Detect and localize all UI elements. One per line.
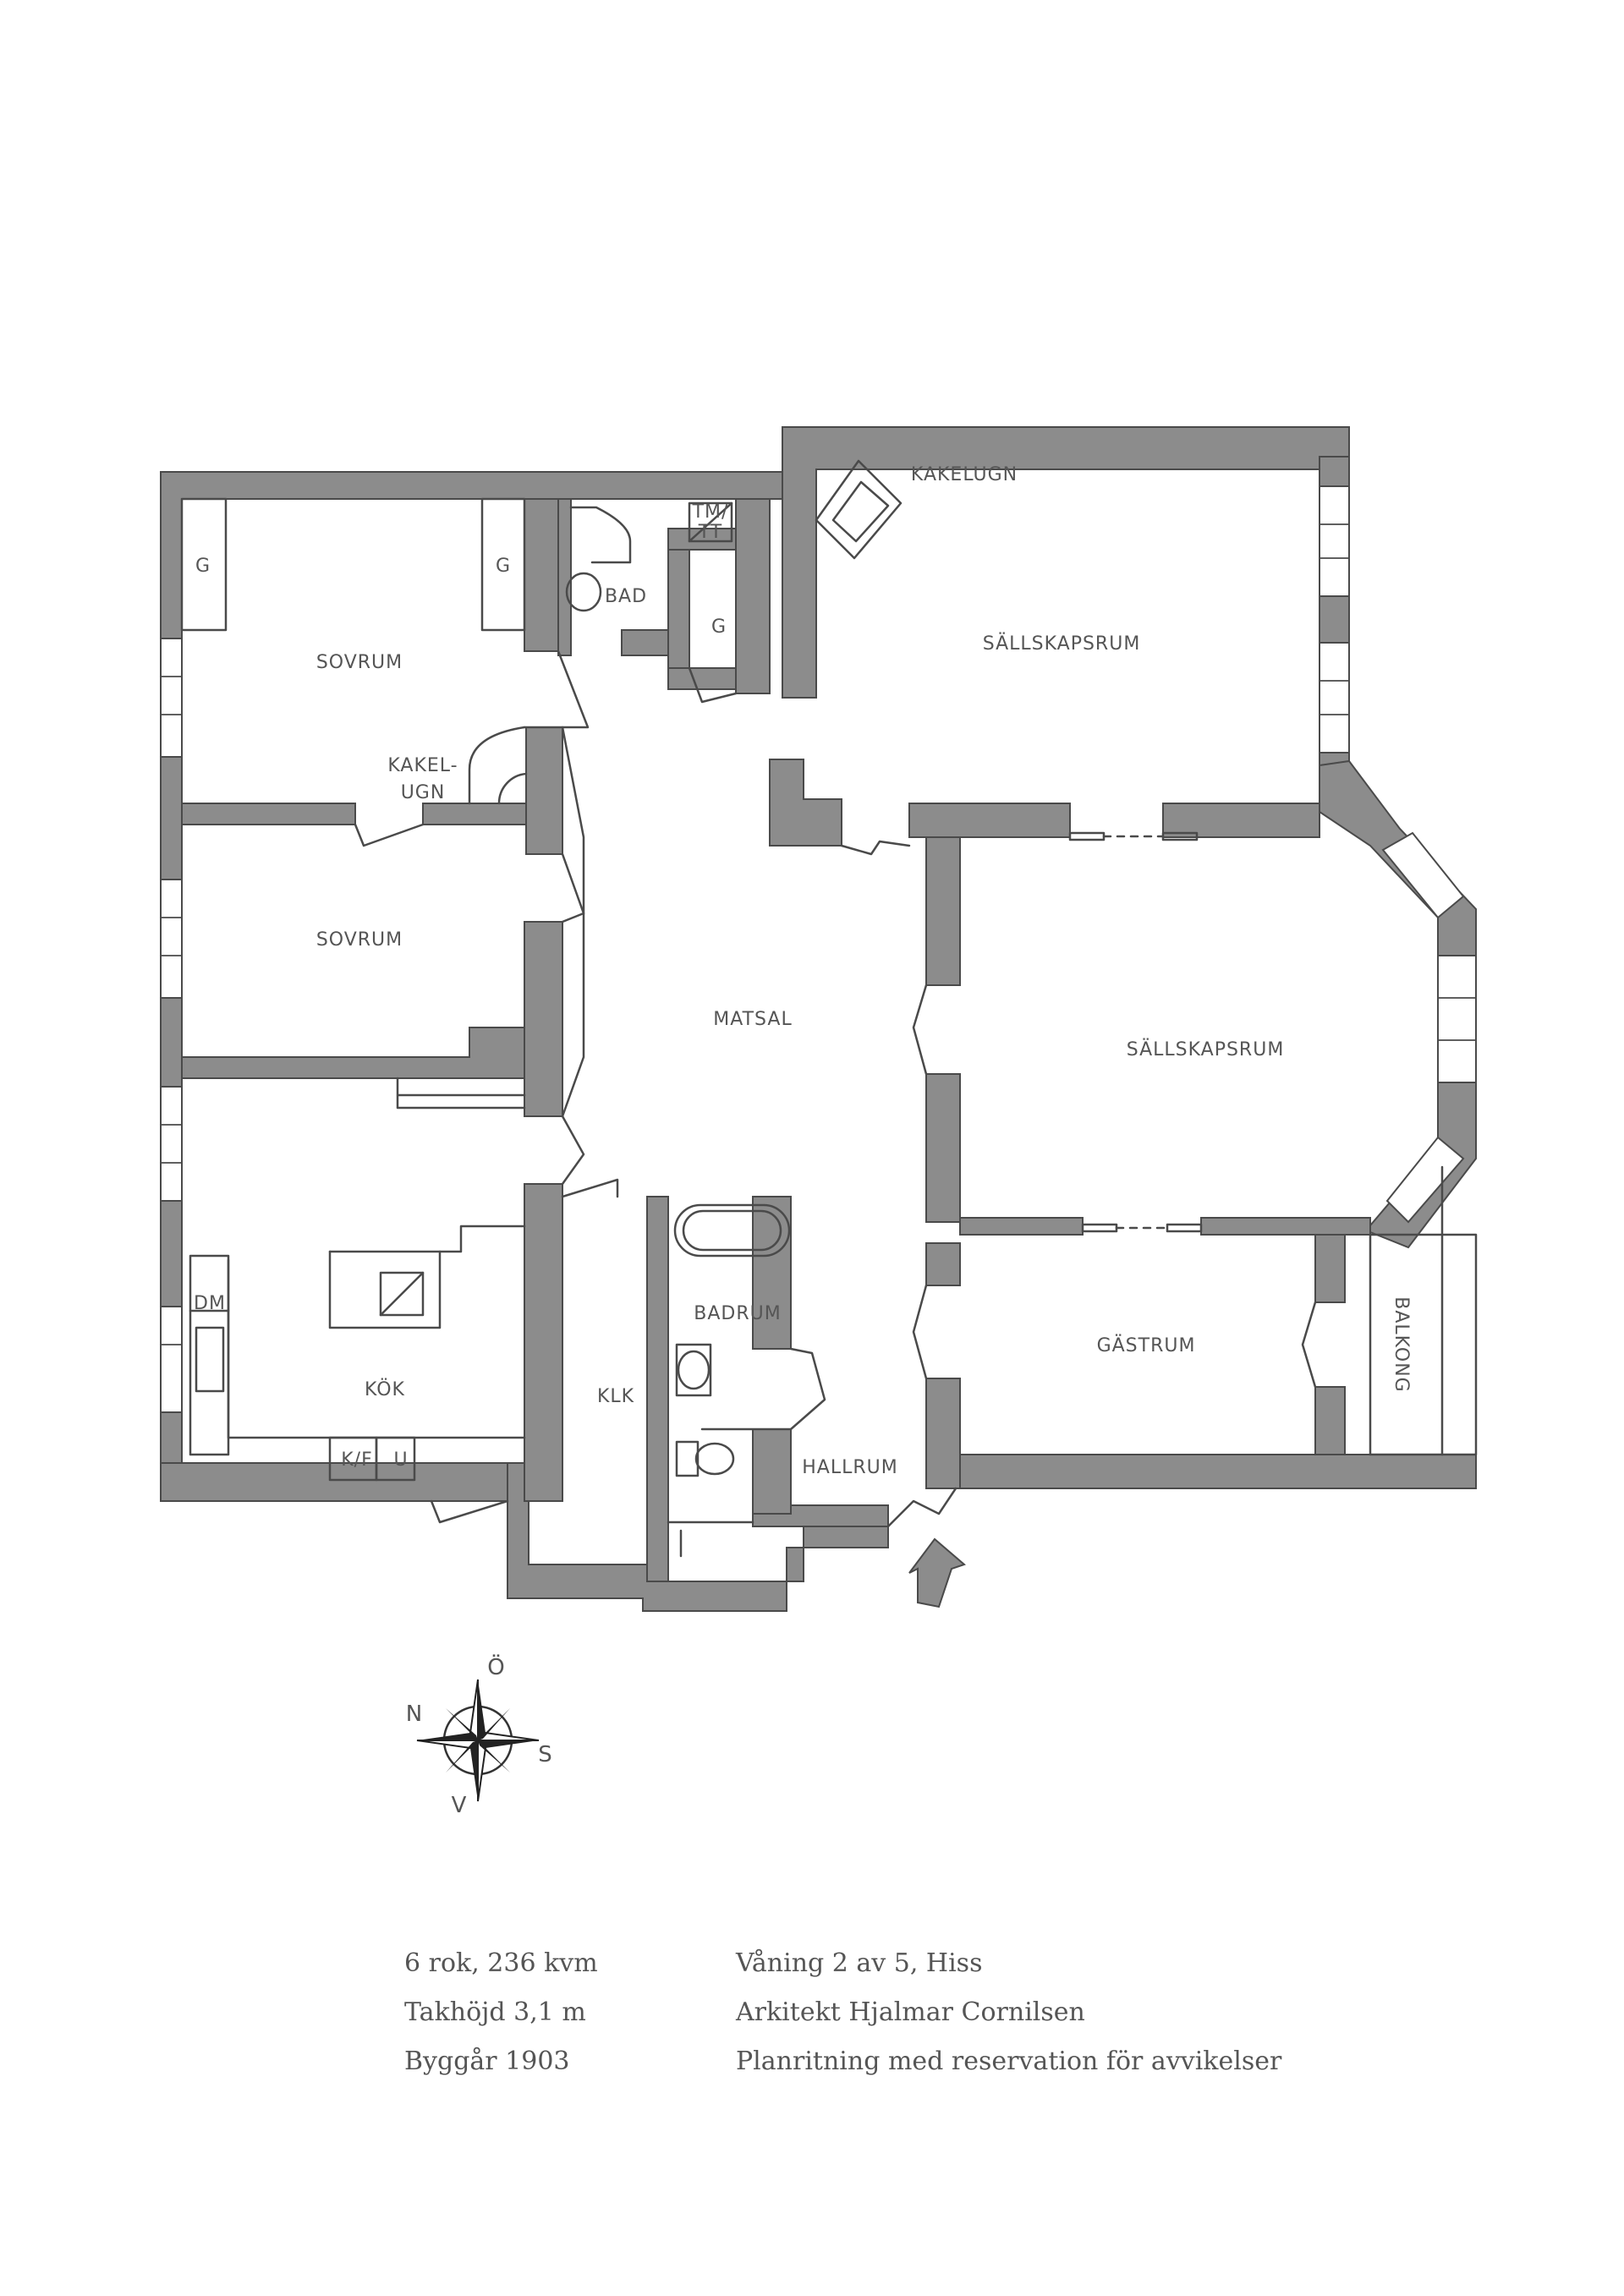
label-dm: DM: [194, 1293, 226, 1314]
compass-n: N: [406, 1701, 423, 1727]
compass-o: Ö: [487, 1653, 505, 1680]
label-g2: G: [496, 556, 511, 577]
label-sovrum-1: SOVRUM: [316, 652, 403, 673]
label-klk: KLK: [597, 1386, 634, 1407]
interior-walls: [181, 498, 1371, 1582]
outer-walls: [160, 426, 1477, 1612]
label-kf: K/F: [341, 1449, 373, 1471]
compass-s: S: [538, 1742, 553, 1767]
label-matsal: MATSAL: [713, 1009, 792, 1030]
doors-and-details: [180, 459, 1478, 1608]
compass-star-icon: [416, 1679, 540, 1802]
compass-v: V: [452, 1793, 468, 1818]
label-sovrum-2: SOVRUM: [316, 929, 403, 951]
label-balkong: BALKONG: [1391, 1296, 1412, 1392]
label-sallskapsrum-1: SÄLLSKAPSRUM: [983, 633, 1141, 655]
label-badrum: BADRUM: [694, 1303, 781, 1324]
label-tm: TM/: [692, 501, 729, 523]
label-u: U: [393, 1449, 408, 1471]
info-disclaimer: Planritning med reservation för avvikels…: [736, 2047, 1282, 2076]
compass: Ö N S V: [406, 1653, 553, 1818]
label-hallrum: HALLRUM: [802, 1457, 897, 1478]
label-kakelugn-1b: UGN: [401, 782, 446, 803]
info-right: Våning 2 av 5, Hiss Arkitekt Hjalmar Cor…: [736, 1939, 1281, 2086]
label-gastrum: GÄSTRUM: [1097, 1334, 1196, 1356]
label-kok: KÖK: [365, 1378, 405, 1400]
info-floor: Våning 2 av 5, Hiss: [736, 1948, 983, 1978]
room-labels: G G G SOVRUM SOVRUM KAKEL- UGN BAD TM/ T…: [194, 464, 1412, 1478]
label-sallskapsrum-2: SÄLLSKAPSRUM: [1127, 1038, 1285, 1060]
label-g1: G: [195, 556, 211, 577]
label-tt: TT: [698, 522, 723, 543]
info-build-year: Byggår 1903: [404, 2047, 570, 2076]
info-rooms-area: 6 rok, 236 kvm: [404, 1948, 598, 1978]
info-architect: Arkitekt Hjalmar Cornilsen: [736, 1997, 1085, 2027]
label-kakelugn-1a: KAKEL-: [387, 755, 458, 776]
label-g3: G: [711, 616, 727, 638]
label-bad: BAD: [605, 586, 647, 607]
windows: [160, 485, 1477, 1413]
info-ceiling-height: Takhöjd 3,1 m: [404, 1997, 586, 2027]
label-kakelugn-2: KAKELUGN: [911, 464, 1018, 485]
info-left: 6 rok, 236 kvm Takhöjd 3,1 m Byggår 1903: [404, 1939, 598, 2086]
